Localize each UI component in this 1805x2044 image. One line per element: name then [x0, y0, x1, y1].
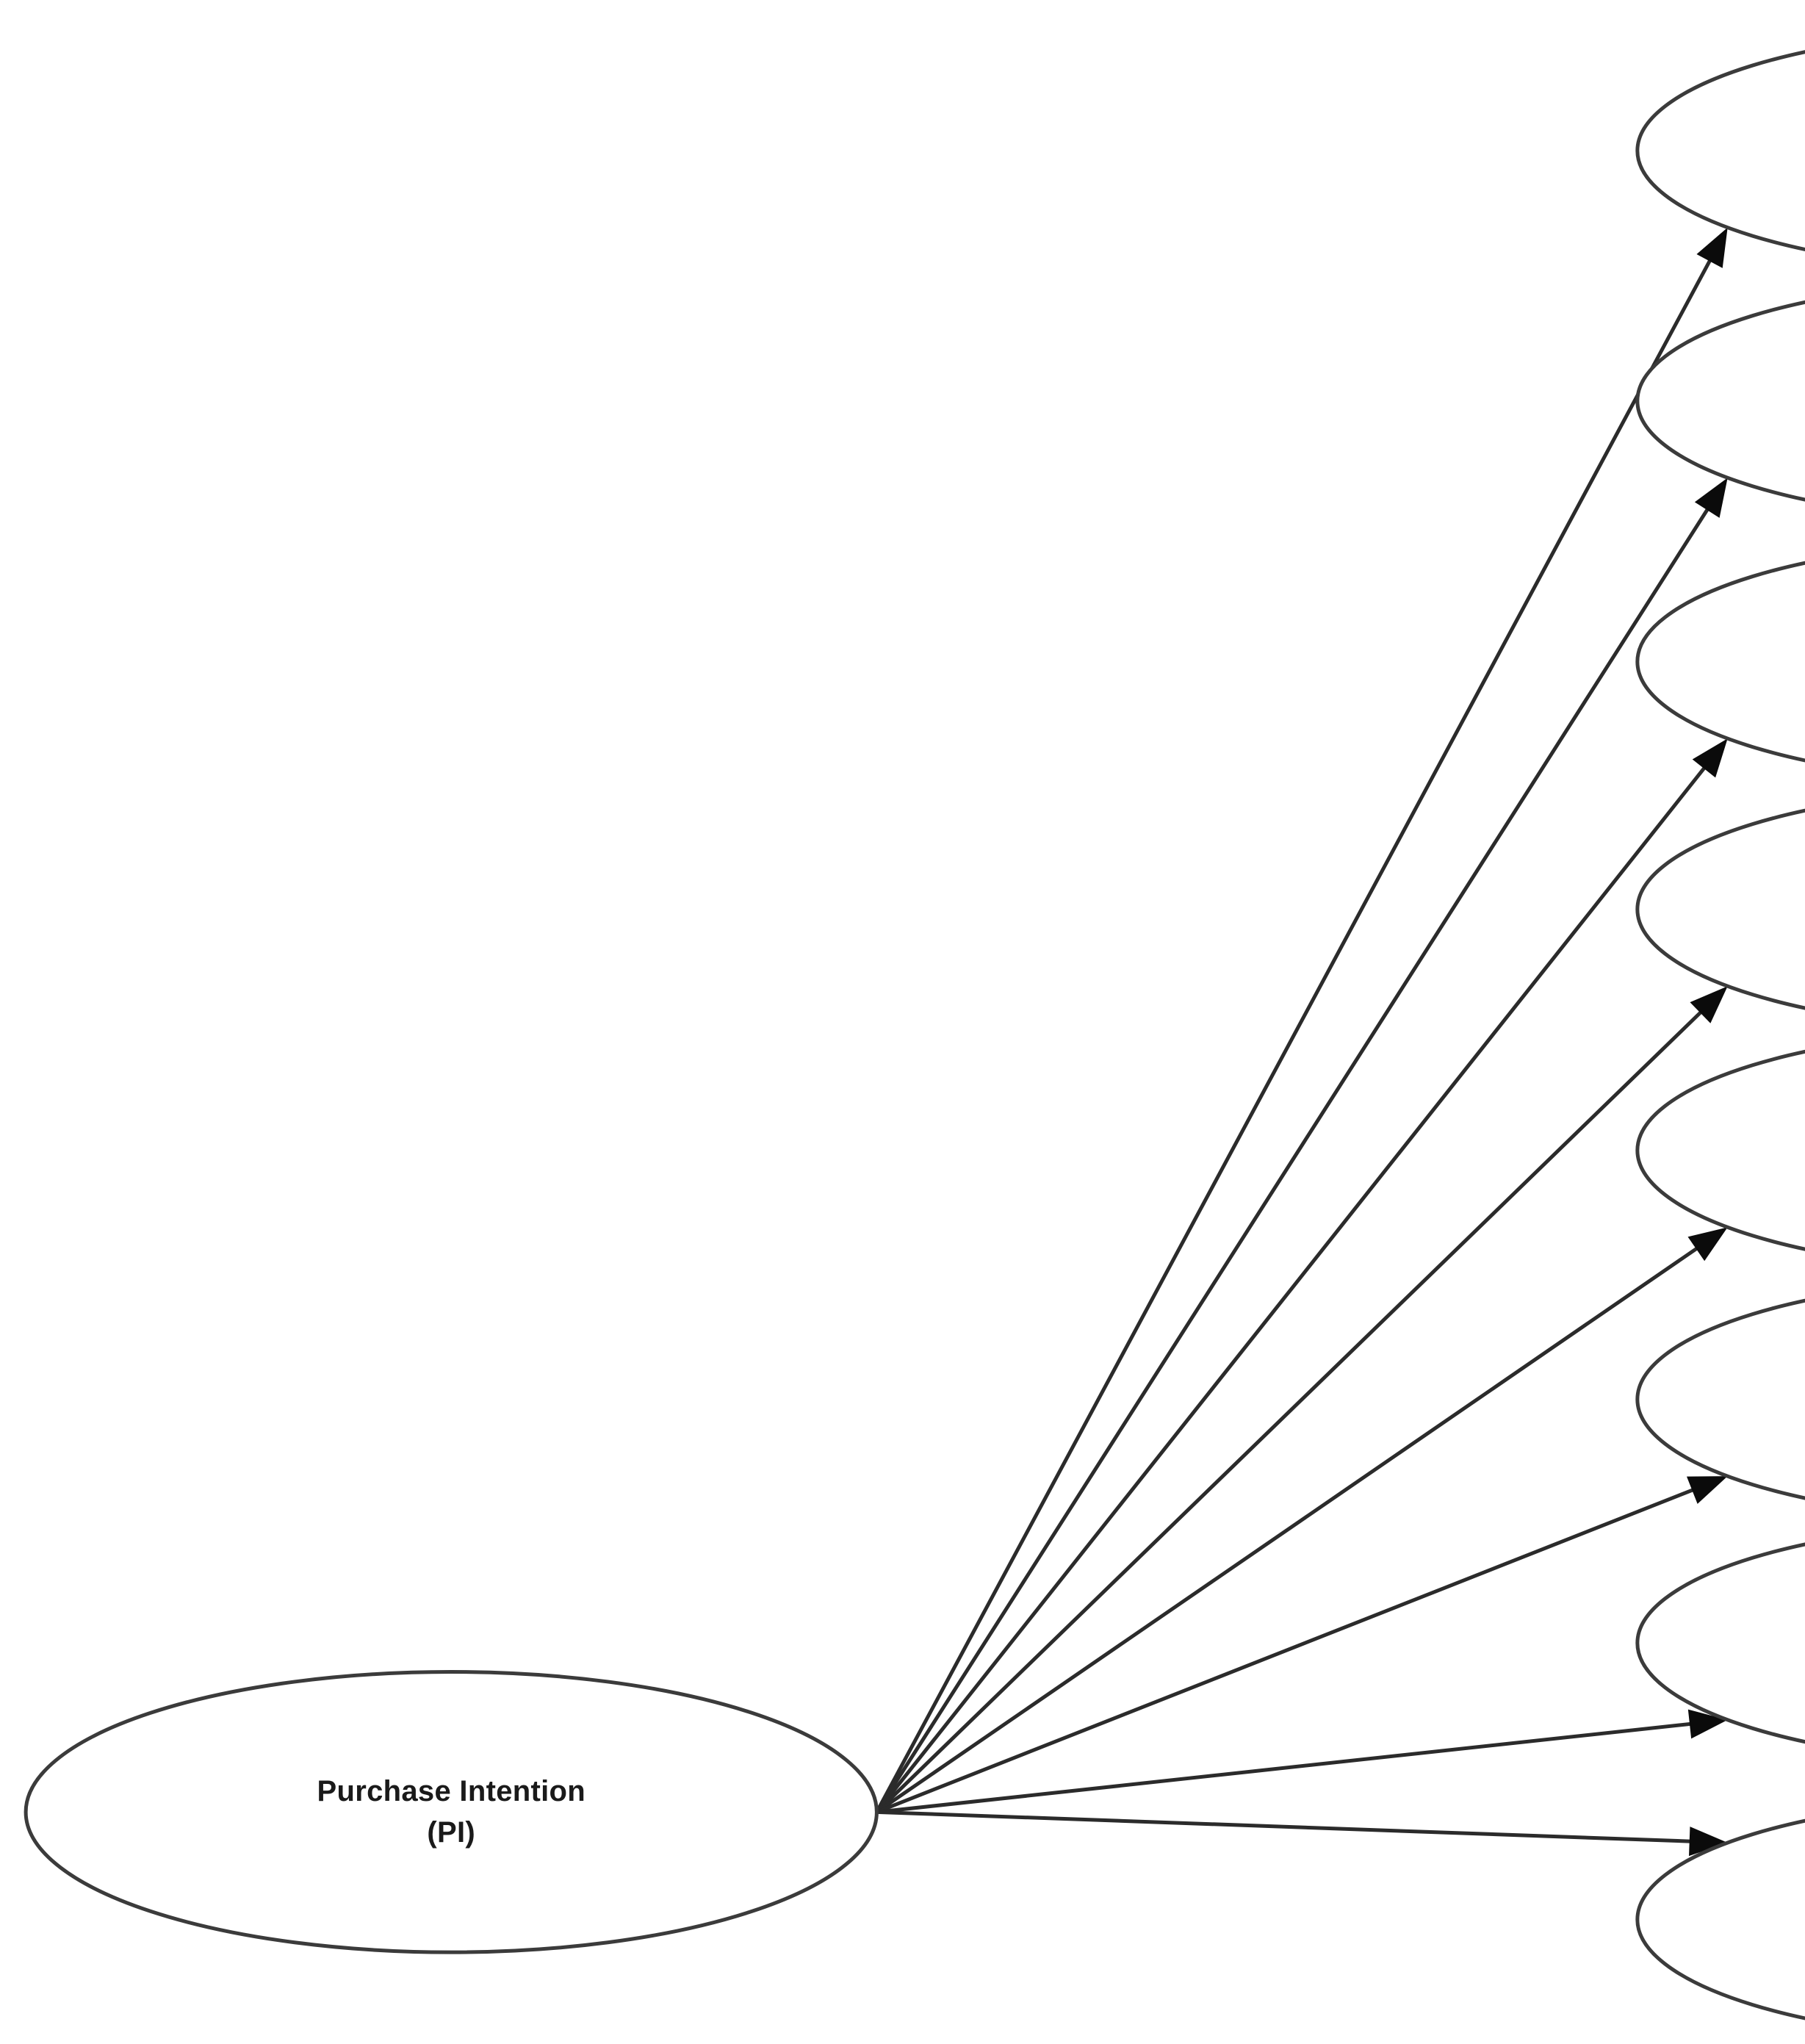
arrow-head-pi-to-pa: [1687, 1709, 1728, 1739]
construct-label-code-pi: (PI): [427, 1816, 475, 1849]
latent-ellipse-group: Social Media Influencer(SI)eWOM(EW) Trust…: [24, 30, 1805, 2040]
latent-construct-si[interactable]: Social Media Influencer(SI): [1635, 30, 1805, 271]
arrow-head-pi-to-ew: [1694, 478, 1728, 518]
latent-construct-di[interactable]: Destination Image(DI): [1635, 1799, 1805, 2040]
arrow-head-pi-to-pr: [1690, 986, 1728, 1023]
latent-construct-pi[interactable]: Purchase Intention (PI): [24, 1670, 879, 1954]
structural-path-pi-to-di: [876, 1810, 1707, 1844]
latent-construct-tr[interactable]: Trust(TR): [1635, 541, 1805, 782]
structural-path-pi-to-bi: [875, 1237, 1712, 1814]
ellipse-shape-rr: [1635, 1298, 1805, 1500]
arrow-head-pi-to-bi: [1687, 1227, 1728, 1262]
latent-construct-bi[interactable]: Brand Image(BI): [1635, 1030, 1805, 1271]
structural-path-pi-to-si: [875, 245, 1720, 1813]
arrow-head-pi-to-si: [1696, 227, 1728, 268]
ellipse-shape-si: [1635, 50, 1805, 251]
ellipse-shape-pi: [24, 1670, 879, 1954]
construct-label-name-pi: Purchase Intention: [317, 1775, 586, 1807]
arrow-head-pi-to-rr: [1686, 1476, 1728, 1504]
structural-path-pi-to-rr: [876, 1482, 1709, 1814]
latent-construct-pr[interactable]: Perceived Risk(PR): [1635, 789, 1805, 1030]
ellipse-shape-ew: [1635, 300, 1805, 502]
ellipse-shape-tr: [1635, 561, 1805, 763]
structural-path-pi-to-pa: [876, 1720, 1707, 1814]
latent-construct-ew[interactable]: eWOM(EW): [1635, 281, 1805, 522]
latent-construct-rr[interactable]: Rating Review(RR): [1635, 1279, 1805, 1520]
ellipse-shape-bi: [1635, 1049, 1805, 1251]
structural-path-pi-to-ew: [875, 494, 1718, 1813]
ellipse-shape-pr: [1635, 808, 1805, 1010]
structural-path-group: [875, 227, 1728, 1857]
arrow-head-pi-to-di: [1689, 1827, 1728, 1857]
ellipse-shape-pa: [1635, 1542, 1805, 1744]
latent-construct-pa[interactable]: Personal Attitude(PA): [1635, 1522, 1805, 1763]
structural-path-pi-to-tr: [875, 754, 1716, 1813]
arrow-head-pi-to-tr: [1692, 738, 1728, 778]
structural-path-pi-to-pr: [875, 999, 1714, 1814]
ellipse-shape-di: [1635, 1818, 1805, 2020]
